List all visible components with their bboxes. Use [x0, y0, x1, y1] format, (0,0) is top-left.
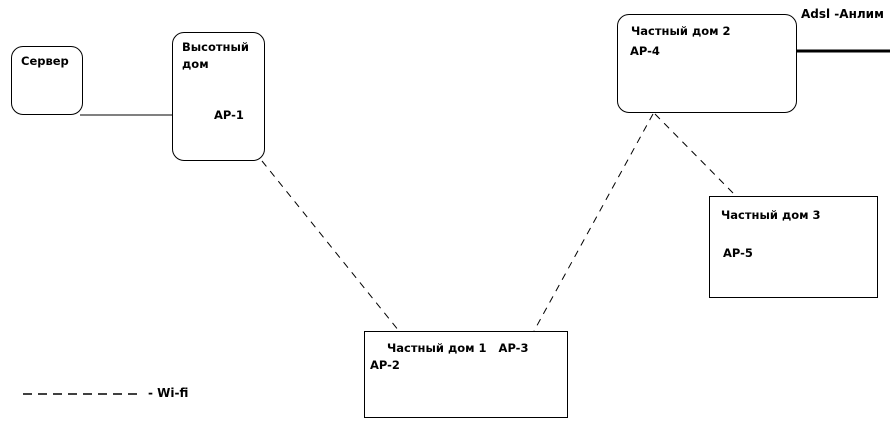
house2-to-house1-wifi: [533, 113, 654, 332]
private-house-2-ap-label: AP-4: [630, 44, 660, 58]
private-house-1-node[interactable]: Частный дом 1 AP-3 AP-2: [364, 331, 568, 418]
house2-to-house3-wifi: [654, 113, 737, 197]
private-house-3-ap-label: AP-5: [723, 246, 753, 260]
private-house-1-ap-label: AP-2: [370, 358, 400, 372]
server-node-title: Сервер: [21, 54, 69, 68]
private-house-1-title: Частный дом 1 AP-3: [387, 341, 529, 355]
highrise-node-title: Высотный дом: [182, 40, 249, 71]
private-house-3-node[interactable]: Частный дом 3 AP-5: [709, 196, 878, 298]
legend-wifi-label: - Wi-fi: [148, 386, 189, 400]
private-house-2-node[interactable]: Частный дом 2 AP-4: [617, 14, 797, 113]
server-node[interactable]: Сервер: [11, 46, 83, 115]
highrise-to-house1-wifi: [261, 160, 400, 332]
highrise-node-ap-label: AP-1: [214, 108, 244, 122]
private-house-3-title: Частный дом 3: [721, 208, 821, 222]
highrise-node[interactable]: Высотный дом AP-1: [172, 32, 265, 161]
adsl-uplink-label: Adsl -Анлим: [801, 7, 884, 21]
private-house-2-title: Частный дом 2: [631, 24, 731, 38]
